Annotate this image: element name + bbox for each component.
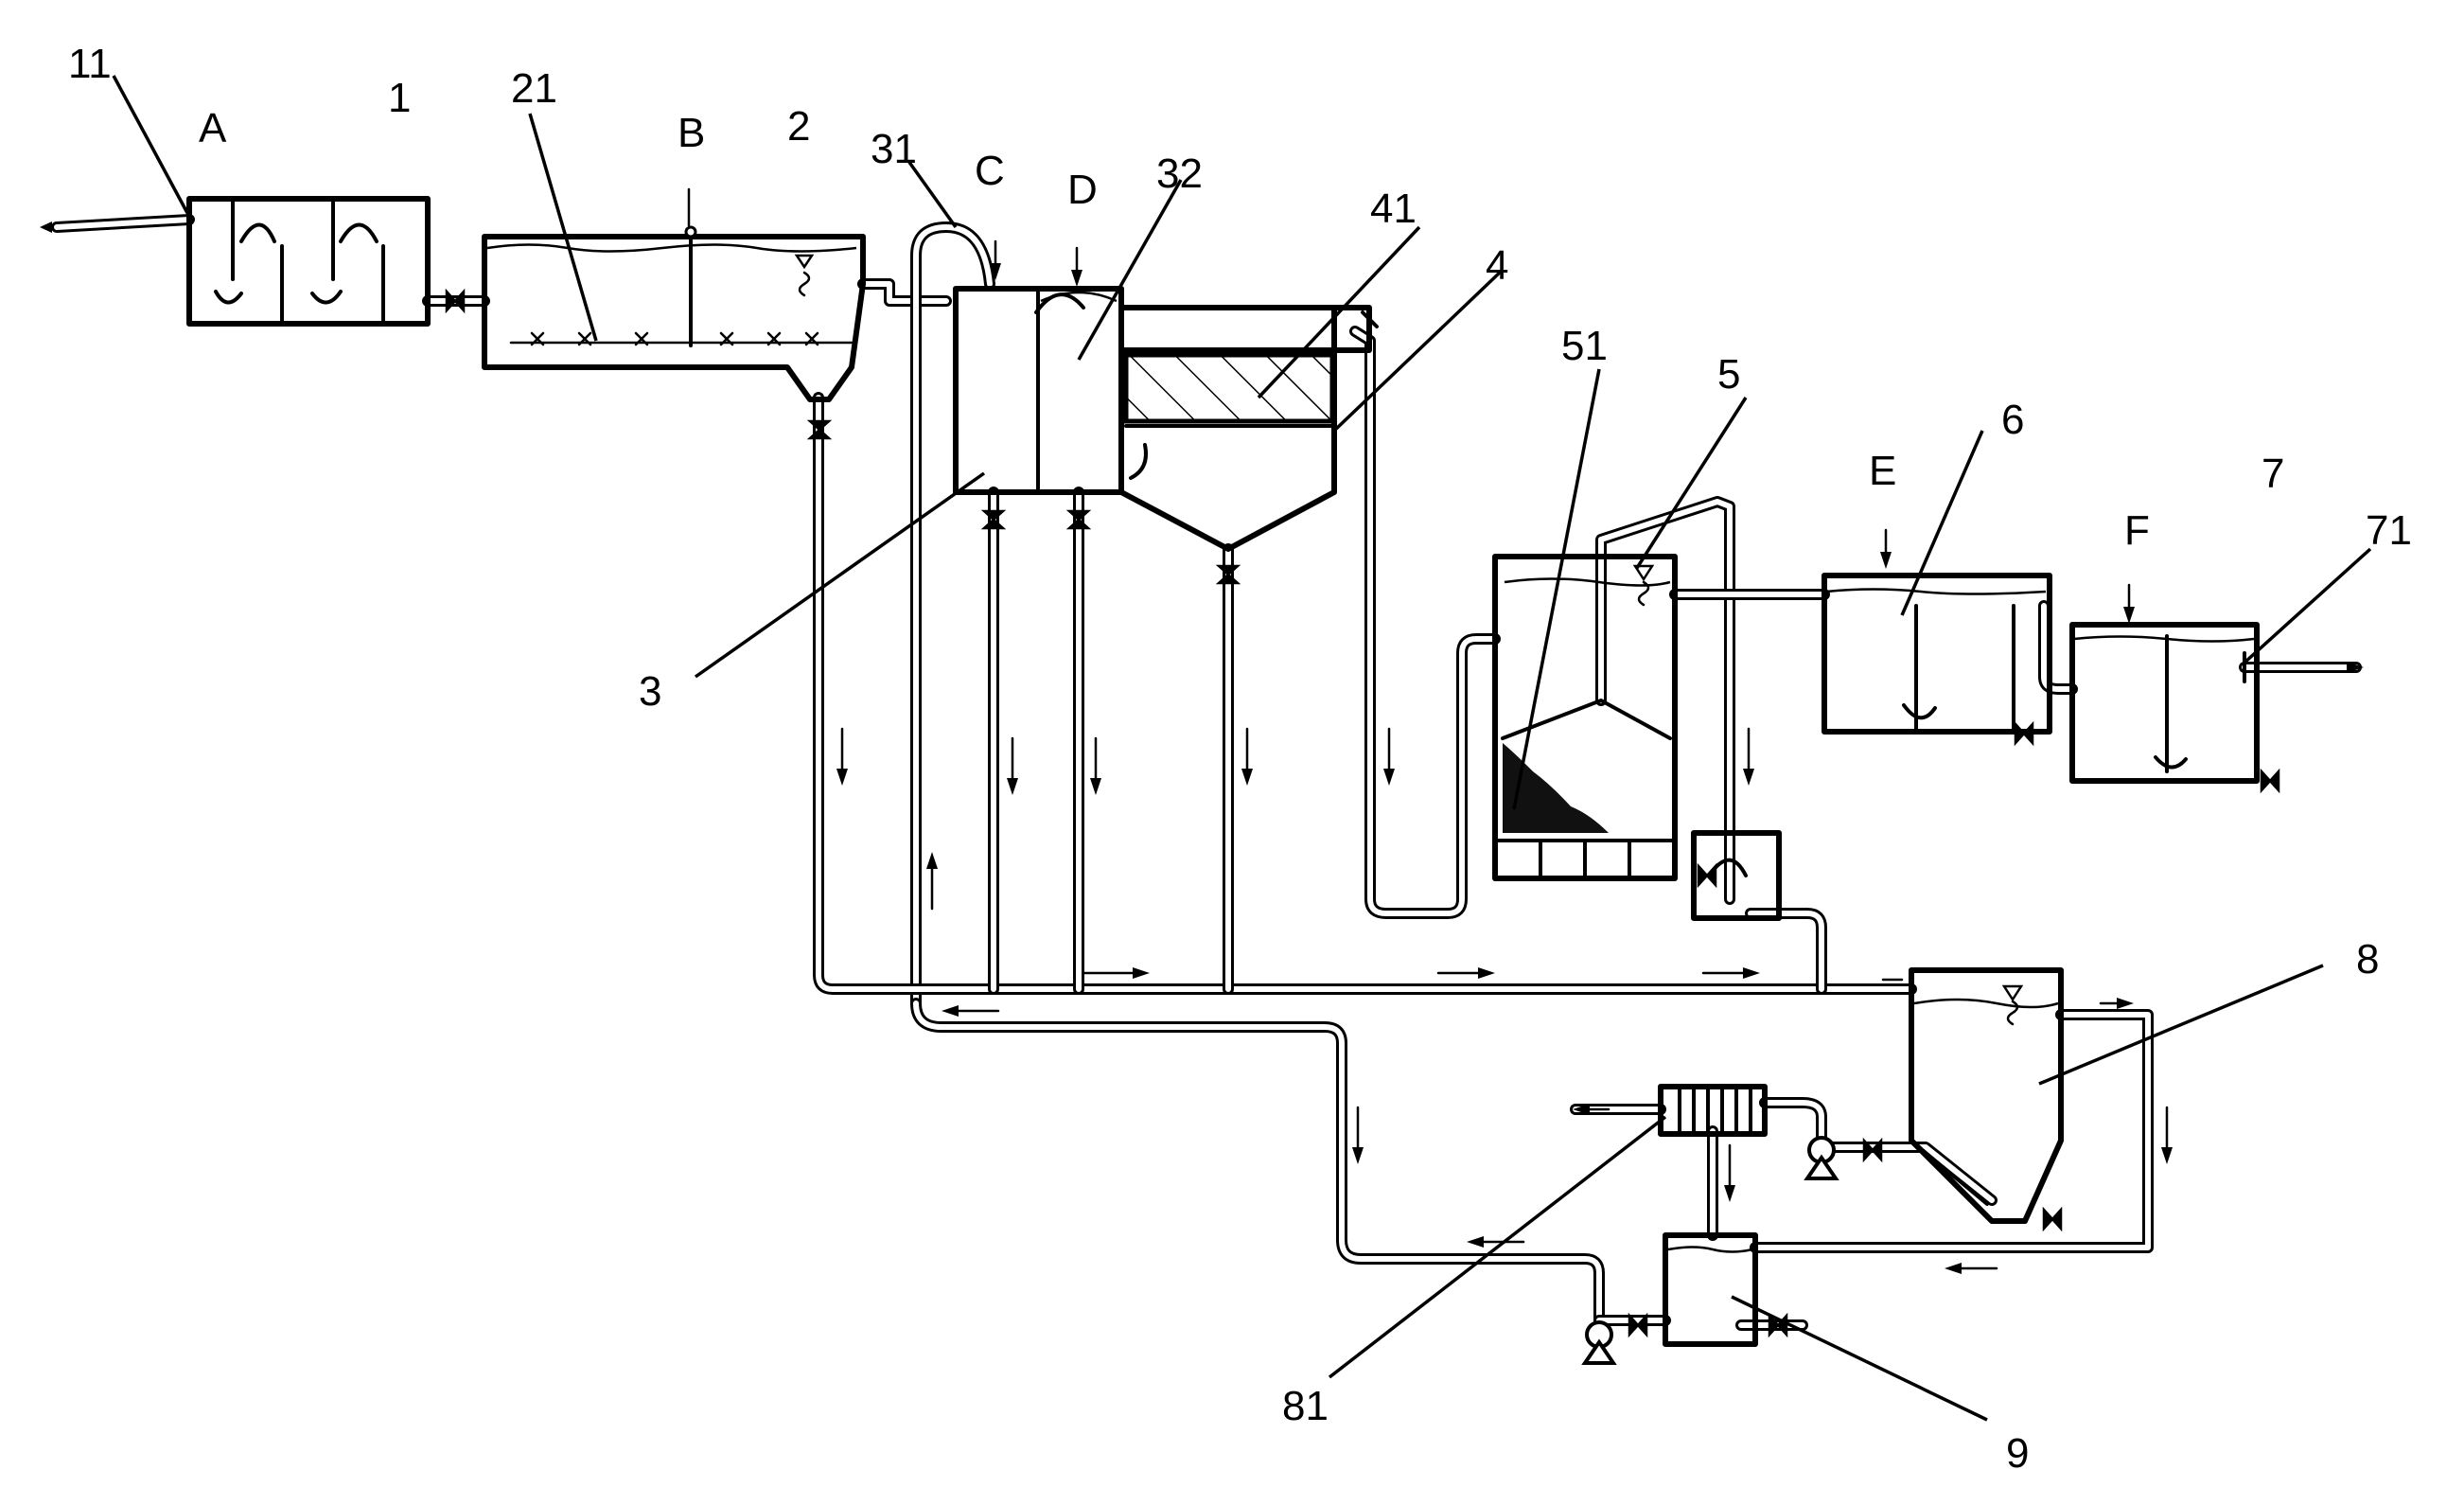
tank-1-coagulation	[186, 196, 431, 327]
label-f: F	[2124, 507, 2150, 554]
label-6: 6	[2001, 397, 2024, 443]
label-a: A	[199, 105, 227, 151]
label-51: 51	[1561, 323, 1608, 369]
label-32: 32	[1156, 150, 1203, 197]
labels: 11 A 1 21 B 2 31 C D 32 41 4 3 51 5 E 6 …	[68, 41, 2412, 1477]
flow-arrows	[40, 187, 2364, 1274]
label-31: 31	[871, 126, 917, 172]
tank-9-filtrate	[1663, 1232, 1758, 1347]
pump-icon	[1581, 1320, 1617, 1365]
label-41: 41	[1370, 186, 1417, 232]
label-8: 8	[2356, 936, 2379, 983]
label-81: 81	[1282, 1383, 1329, 1429]
label-9: 9	[2006, 1430, 2029, 1477]
valve-icons	[445, 288, 2280, 1338]
label-7: 7	[2262, 451, 2284, 497]
tank-3-reactor	[953, 286, 1148, 495]
label-e: E	[1869, 448, 1896, 494]
tank-2-aeration	[482, 225, 866, 402]
label-d: D	[1067, 167, 1098, 213]
label-c: C	[975, 148, 1005, 194]
label-71: 71	[2366, 507, 2412, 554]
tank-4-settler	[1118, 305, 1379, 552]
label-4: 4	[1486, 242, 1508, 289]
label-5: 5	[1717, 351, 1740, 398]
label-b: B	[678, 110, 705, 156]
label-21: 21	[511, 65, 557, 112]
label-2: 2	[787, 103, 810, 150]
pipe-network	[51, 214, 2362, 1331]
tank-7-f	[2069, 622, 2260, 784]
tank-5-anaerobic	[1492, 554, 1782, 921]
label-3: 3	[639, 668, 661, 715]
tank-8-sludge-thickener	[1909, 967, 2064, 1224]
pump-icon	[1804, 1136, 1839, 1180]
label-1: 1	[388, 75, 411, 121]
tank-6-e	[1822, 573, 2052, 735]
label-11: 11	[68, 41, 112, 87]
leader-lines	[112, 75, 2372, 1422]
filter-press	[1658, 1084, 1768, 1137]
